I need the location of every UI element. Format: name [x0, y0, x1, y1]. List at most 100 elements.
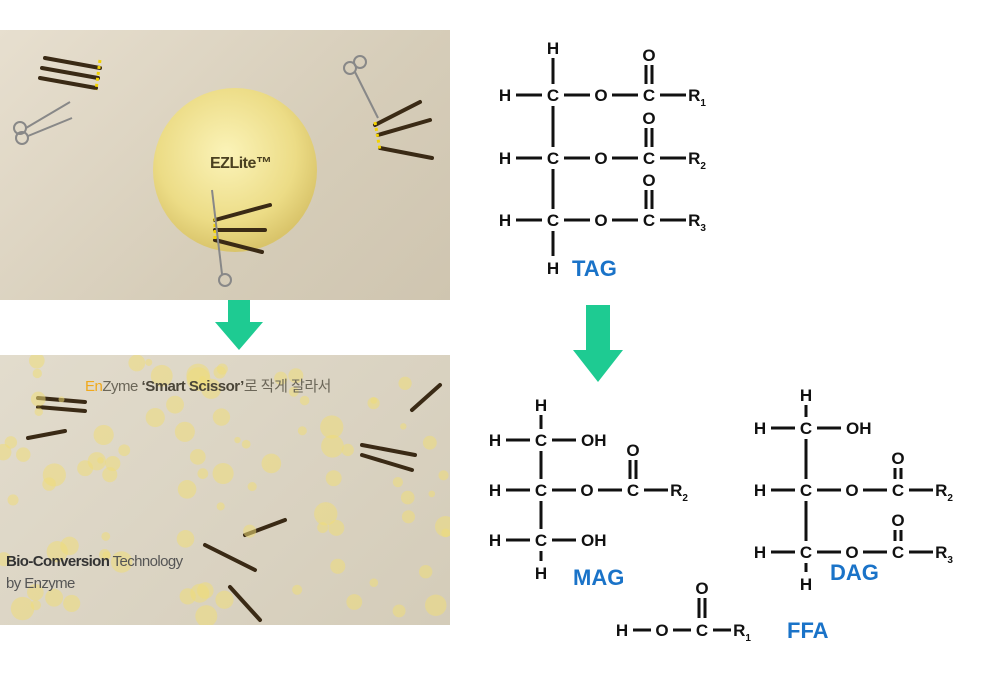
bubble: [212, 462, 234, 485]
atom-symbol: C: [800, 543, 812, 562]
bubble: [325, 470, 342, 487]
atom-symbol: O: [580, 481, 593, 500]
bubble: [42, 477, 56, 491]
hydrogen-atom: H: [547, 39, 559, 58]
bubble: [212, 408, 231, 426]
bubble: [392, 604, 406, 618]
atom-symbol: R3: [935, 543, 953, 566]
atom-symbol: H: [489, 481, 501, 500]
oil-droplet: [153, 88, 317, 252]
bubble: [341, 443, 354, 457]
bubble: [369, 578, 379, 587]
bubble: [45, 588, 64, 607]
bubble: [87, 452, 106, 471]
atom-symbol: C: [547, 86, 559, 105]
hydrogen-atom: H: [800, 386, 812, 405]
bubble: [314, 502, 338, 526]
bubble: [234, 436, 241, 444]
caption-en: En: [85, 378, 103, 395]
bubble: [197, 468, 209, 479]
molecule-label: DAG: [830, 560, 879, 585]
atom-symbol: OH: [846, 419, 872, 438]
bubble: [288, 368, 304, 384]
atom-symbol: H: [499, 149, 511, 168]
atom-symbol: C: [643, 149, 655, 168]
bubble: [7, 494, 19, 506]
atom-symbol: C: [547, 211, 559, 230]
bubble: [367, 397, 380, 410]
atom-symbol: C: [892, 481, 904, 500]
caption-bio-conversion: Bio-Conversion: [6, 553, 110, 570]
atom-symbol: C: [535, 431, 547, 450]
atom-symbol: O: [594, 149, 607, 168]
bubble: [0, 443, 12, 461]
bubble: [16, 447, 31, 462]
product-name: EZLite™: [210, 155, 272, 172]
atom-symbol: OH: [581, 431, 607, 450]
bubble: [28, 355, 45, 369]
bubble: [321, 434, 344, 458]
hydrogen-atom: H: [800, 575, 812, 594]
bubble: [145, 358, 153, 366]
bubble: [34, 407, 43, 417]
atom-symbol: C: [547, 149, 559, 168]
atom-symbol: O: [845, 481, 858, 500]
bubble: [101, 532, 111, 541]
bubble: [274, 371, 288, 385]
bubble: [105, 455, 121, 472]
scissor-caption: EnZyme ‘Smart Scissor’로 작게 잘라서: [85, 375, 331, 396]
bubble: [216, 502, 225, 511]
bubble: [166, 395, 184, 414]
atom-symbol: H: [616, 621, 628, 640]
hydrogen-atom: H: [535, 564, 547, 583]
hydrogen-atom: H: [535, 396, 547, 415]
bubble: [418, 564, 433, 579]
bubble: [195, 605, 218, 625]
bubble: [401, 510, 416, 524]
atom-symbol: C: [643, 86, 655, 105]
atom-symbol: OH: [581, 531, 607, 550]
bubble: [328, 519, 345, 536]
bubble: [441, 528, 450, 538]
bubble: [299, 395, 310, 406]
molecule-label: FFA: [787, 618, 829, 643]
bubble: [32, 368, 42, 379]
bubble: [150, 364, 173, 387]
atom-symbol: H: [754, 419, 766, 438]
molecule-label: MAG: [573, 565, 624, 590]
atom-symbol: C: [627, 481, 639, 500]
bubble: [400, 423, 407, 430]
atom-symbol: C: [535, 531, 547, 550]
atom-symbol: C: [892, 543, 904, 562]
by-enzyme-caption: by Enzyme: [6, 575, 75, 592]
bubble: [330, 558, 346, 574]
carbonyl-oxygen: O: [695, 579, 708, 598]
technology-caption: Bio-Conversion Technology: [6, 553, 183, 570]
fatty-acid-chains: [38, 56, 434, 254]
bubble: [177, 480, 197, 499]
bubble: [27, 583, 44, 601]
atom-symbol: H: [499, 211, 511, 230]
bubble: [425, 594, 447, 616]
atom-symbol: O: [845, 543, 858, 562]
bubbles-illustration: [0, 355, 450, 625]
bubble: [0, 552, 11, 567]
atom-symbol: H: [754, 481, 766, 500]
bubble: [189, 448, 206, 465]
bubble: [186, 363, 210, 388]
arrow-down-icon: [215, 300, 263, 350]
bubble: [30, 599, 41, 611]
molecule-label: TAG: [572, 256, 617, 281]
atom-symbol: H: [489, 531, 501, 550]
bubble: [10, 596, 35, 621]
bubble: [118, 444, 131, 457]
bubble: [63, 594, 81, 613]
bubble: [261, 453, 282, 474]
atom-symbol: R1: [688, 86, 706, 109]
bubble: [97, 457, 104, 464]
atom-symbol: H: [754, 543, 766, 562]
bubble: [438, 470, 449, 481]
hydrogen-atom: H: [547, 259, 559, 278]
